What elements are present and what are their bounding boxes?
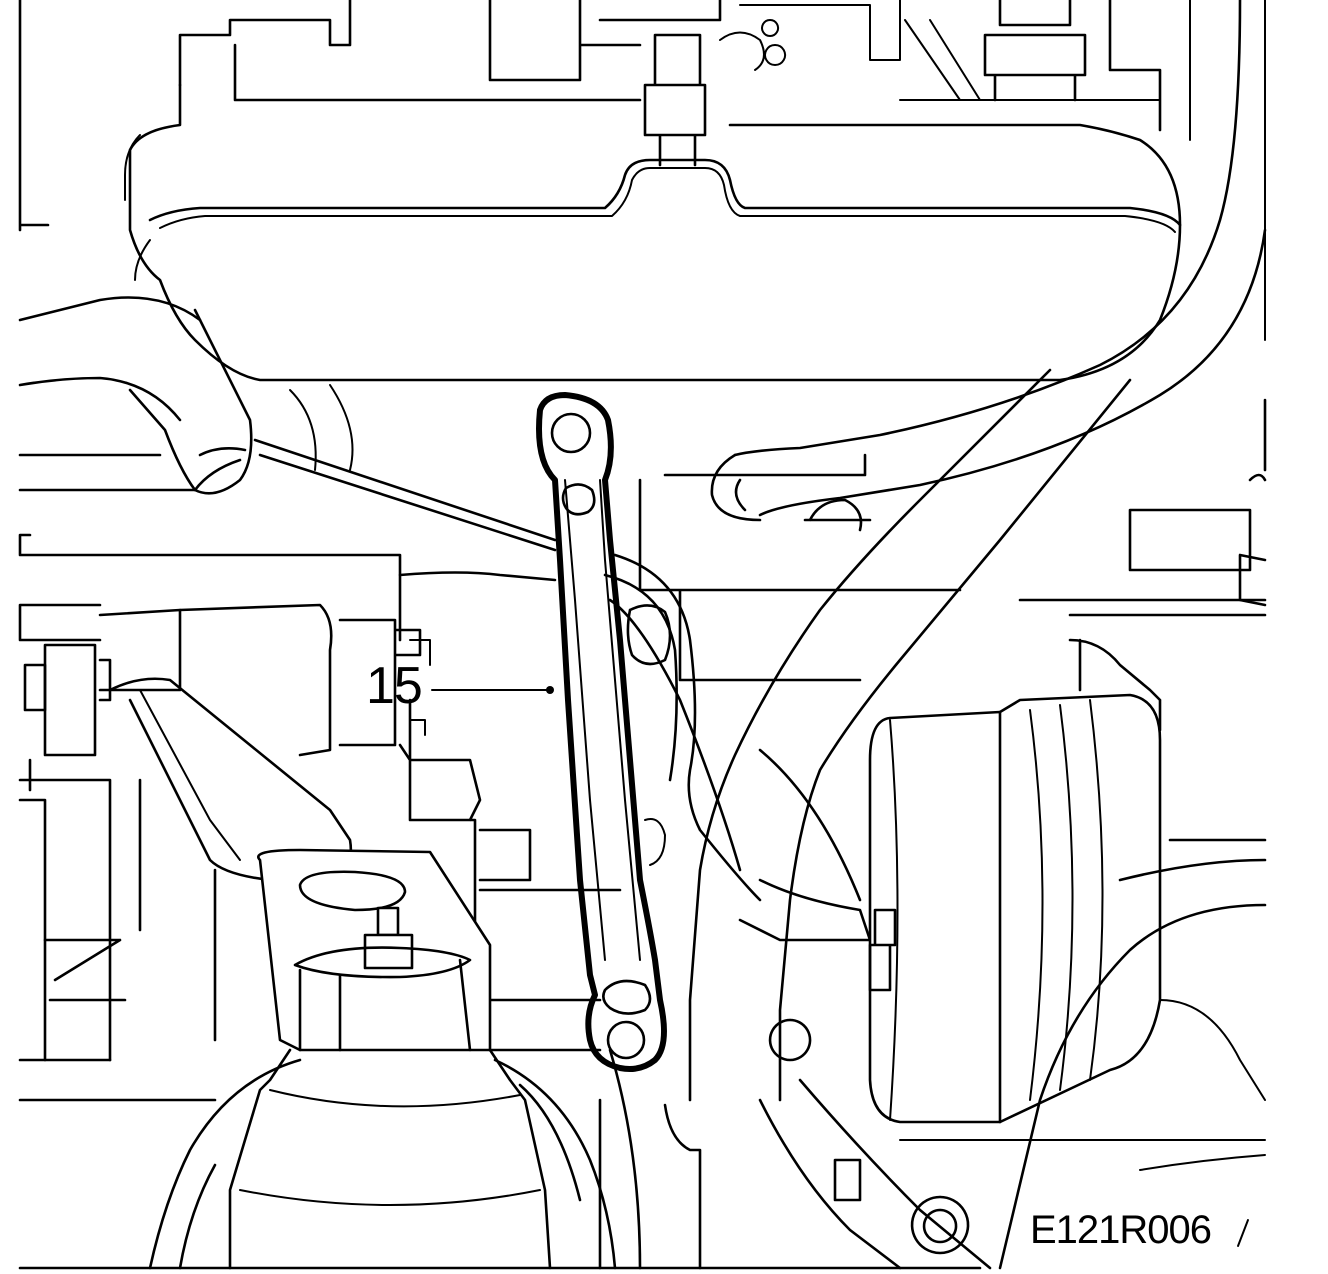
callout-bracket [409,639,431,736]
top-right-line [899,19,1161,101]
left-bracket-arm-inner [139,689,241,861]
coolant-pipe-inner [758,228,1267,517]
left-cylinder-end [338,618,422,747]
top-block-inner [233,43,642,102]
oil-pan-ridge [148,158,1182,227]
left-cylinder [178,603,333,757]
right-drum-front [889,719,899,1121]
left-hose [128,308,253,495]
lower-bottom-curves [598,1048,642,1270]
figure-id: E121R006 [1030,1208,1212,1252]
coolant-pipe-end [710,453,762,522]
wrench-mid-hole [644,818,666,866]
left-thin-curves [289,384,354,471]
oil-pan-ridge-inner [159,167,1176,233]
wrench-head-bottom [606,1020,646,1060]
left-bracket-base [18,778,217,1102]
lower-center-arc [758,1078,992,1270]
wrench-socket-top [561,483,596,516]
right-lower-inner [899,999,1266,1171]
torque-wrench-inner-edge [564,479,641,961]
strut-plate-hole [298,870,407,912]
callout-label-15: 15 [366,657,423,715]
top-block-left [178,0,352,87]
strut-cup-side [298,958,472,1052]
figure-id-tick [1237,1219,1249,1247]
left-lower-lines [18,758,112,1062]
cross-member-b [778,378,1132,1102]
canister-outer-right [493,1058,617,1270]
right-drum-bolt [868,908,897,992]
left-shaft [18,603,182,692]
left-curve-mid [18,376,182,422]
right-drum [868,710,1002,1124]
left-clamp [43,643,97,757]
cross-member-a [688,368,1052,1102]
right-lower-housing [1068,613,1267,732]
canister-outer-left [148,1058,302,1270]
right-spring [1128,473,1267,607]
right-frame-lines [998,398,1267,1270]
top-right-bolt [983,0,1162,132]
left-clamp-bolt [23,658,112,712]
center-horizontal [478,888,622,1052]
lower-center-bolt [663,1018,812,1270]
wrench-head-top [550,412,592,454]
left-rod [253,438,557,552]
pipe-right-arc [1189,0,1266,341]
cross-member-c [608,598,862,902]
top-fitting [643,33,707,167]
callout-leader-dot [546,686,554,694]
strut-bolt [376,906,400,937]
frame-left-edge [18,0,50,232]
left-hose-end [193,447,247,492]
torque-wrench-outline[interactable] [536,392,667,1072]
strut-cup [293,946,472,979]
pipe-collar [803,498,872,532]
center-bracket [638,453,962,682]
strut-nut [363,933,414,970]
canister-body [228,1048,552,1270]
top-pipe-cluster [719,0,901,71]
top-block-center [488,0,722,82]
center-frame [398,571,557,1002]
center-hose-loop [603,553,762,902]
coolant-pipe [733,0,1242,457]
right-drum-face [998,693,1162,1124]
left-horizontal-lines [18,453,402,642]
oil-pan-outline [128,83,1182,382]
left-panel [18,938,127,1062]
pan-left-fold [124,134,151,281]
center-bracket-hole [626,604,672,666]
lower-center-fitting [833,1158,862,1202]
wrench-socket-bottom [602,979,652,1015]
cross-member-d [738,878,872,942]
right-bottom-ring [910,1195,970,1255]
canister-shoulder [239,1089,541,1206]
left-curve-top [18,296,202,322]
